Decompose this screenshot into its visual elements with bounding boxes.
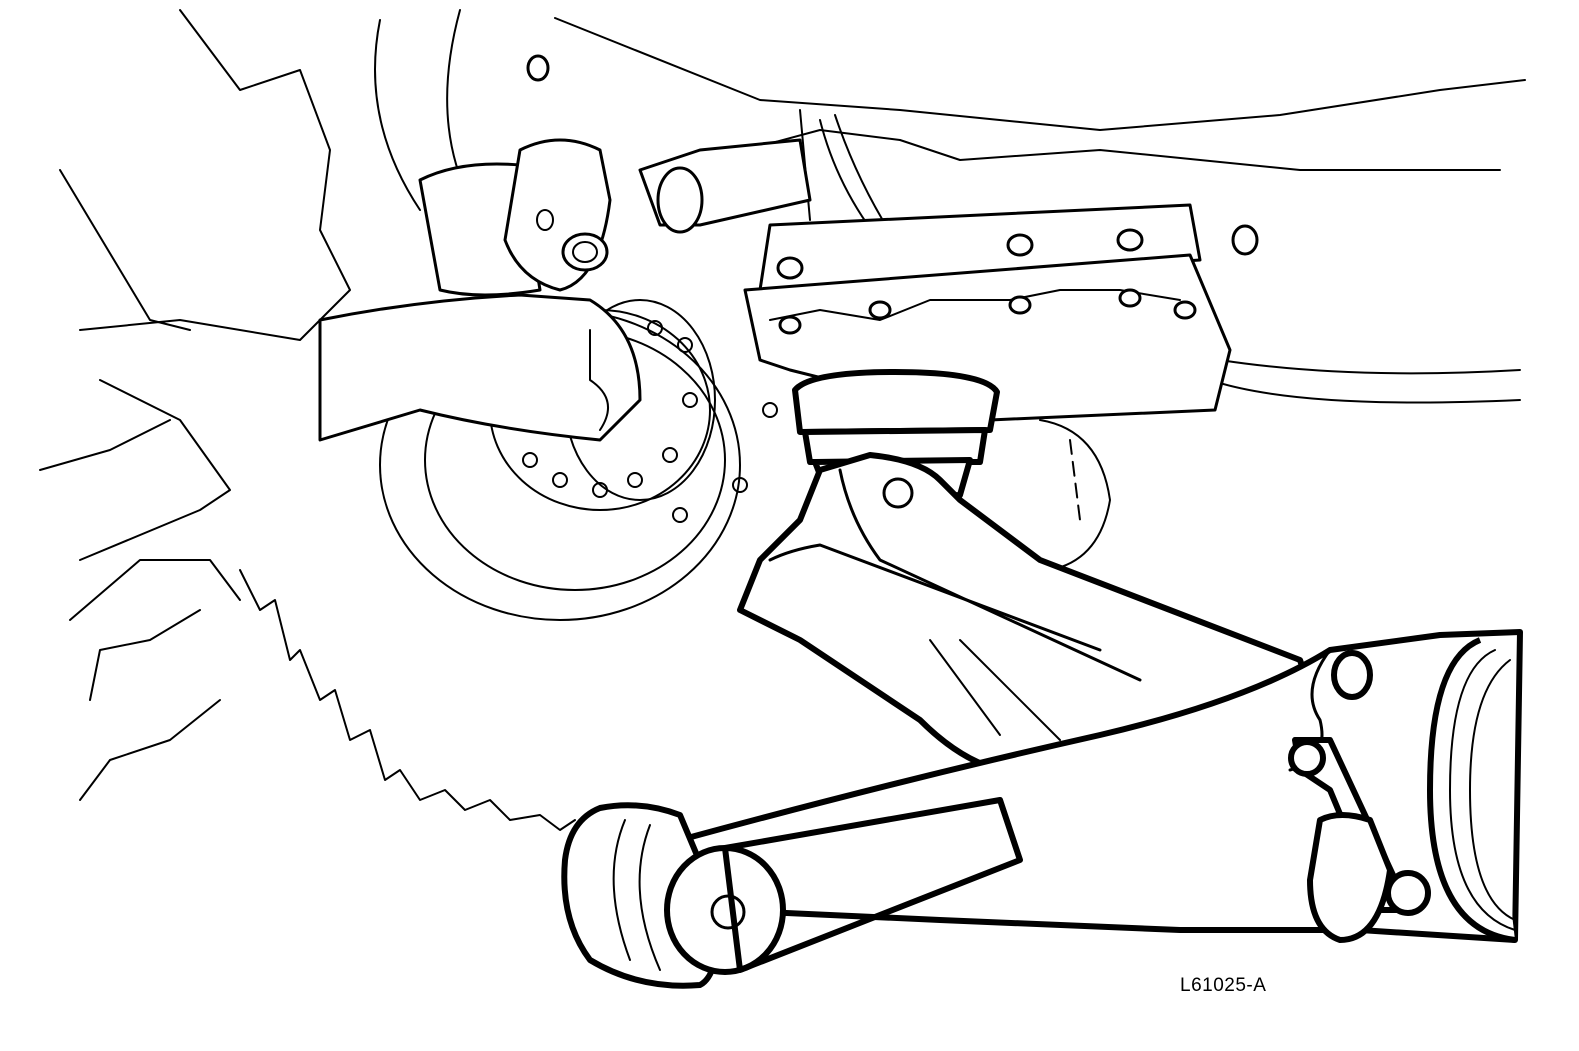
driveshaft: [418, 54, 812, 297]
caster-bracket: [1288, 737, 1431, 943]
pan-bolts: [776, 224, 1259, 335]
differential-housing: [318, 293, 778, 621]
figure-reference-code: L61025-A: [1180, 975, 1267, 996]
front-roller: [561, 797, 1023, 989]
bolt-circle: [522, 320, 778, 523]
vehicle-underbody: [554, 17, 1526, 404]
